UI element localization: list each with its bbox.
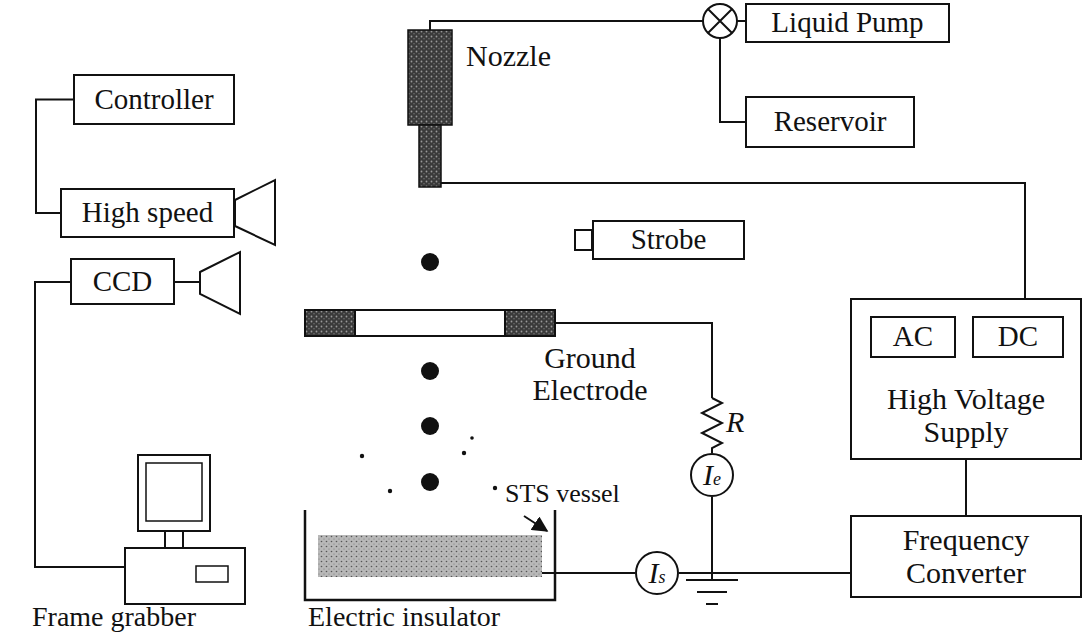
strobe-box: Strobe: [592, 220, 745, 260]
caption-label: Electric insulator: [308, 602, 500, 632]
reservoir-box: Reservoir: [745, 96, 915, 148]
liquid: [318, 535, 542, 577]
meter-symbol: Is: [648, 557, 665, 589]
hv-wire: [441, 183, 1025, 298]
electrode-end: [505, 310, 555, 336]
computer-neck: [165, 531, 183, 548]
meter-symbol: Ie: [703, 459, 721, 491]
ground-electrode: [305, 310, 555, 336]
part-label: STS vessel: [505, 480, 620, 508]
liquid-line: [737, 20, 745, 22]
camera-lens: [235, 180, 275, 245]
node-text: DC: [998, 321, 1038, 352]
liquid-line: [720, 38, 745, 122]
resistor-label: R: [726, 406, 744, 438]
wire-connector: [679, 572, 850, 574]
caption-label: Frame grabber: [32, 602, 196, 632]
computer-screen: [146, 463, 202, 521]
mode-box: AC: [870, 316, 956, 358]
mode-box: DC: [972, 316, 1064, 358]
drive-slot: [196, 566, 228, 582]
ammeter-circle: Ie: [690, 453, 734, 497]
part-label: Ground Electrode: [515, 342, 665, 407]
controller-box: Controller: [73, 74, 235, 125]
vessel-wire: [542, 572, 635, 574]
node-text: High Voltage Supply: [860, 383, 1072, 448]
wire-connector: [965, 460, 967, 515]
part-label: Nozzle: [466, 40, 551, 72]
supply-box: High Voltage Supply AC DC: [850, 298, 1082, 460]
droplets: [360, 253, 497, 493]
liquid-line: [430, 21, 703, 30]
camera-box: CCD: [70, 258, 175, 305]
leader-arrow: [524, 516, 547, 531]
resistor-symbol: [702, 398, 722, 453]
node-text: Reservoir: [774, 106, 887, 137]
sts-vessel: [305, 510, 555, 600]
camera-box: High speed: [60, 188, 235, 238]
node-text: Liquid Pump: [771, 7, 923, 38]
node-text: High speed: [82, 197, 213, 228]
pump-box: Liquid Pump: [745, 3, 950, 43]
computer-base: [125, 548, 245, 604]
node-text: CCD: [93, 266, 153, 297]
node-text: Controller: [94, 84, 213, 115]
computer-monitor: [138, 455, 210, 531]
ground-symbol: [686, 580, 738, 604]
nozzle: [408, 30, 452, 125]
signal-wire: [35, 282, 125, 567]
signal-wire: [175, 281, 200, 283]
ammeter-circle: Is: [635, 551, 679, 595]
strobe-lamp: [575, 230, 592, 250]
camera-lens: [200, 252, 240, 314]
nozzle-tip: [419, 125, 441, 187]
converter-box: Frequency Converter: [850, 515, 1082, 598]
node-text: Frequency Converter: [858, 524, 1074, 589]
node-text: Strobe: [631, 224, 707, 255]
electrode-end: [305, 310, 355, 336]
ground-wire: [711, 497, 713, 580]
node-text: AC: [893, 321, 933, 352]
valve-symbol: [703, 4, 737, 38]
